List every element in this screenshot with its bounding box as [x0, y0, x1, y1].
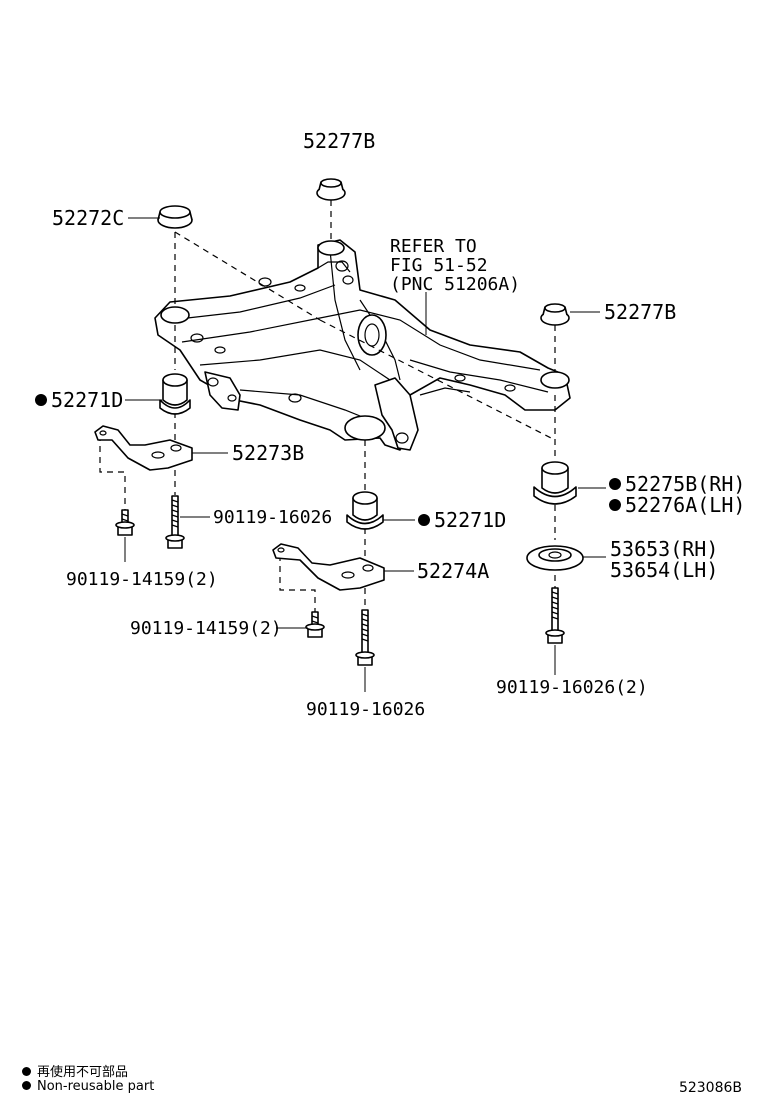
bolt-90119-16026-left [165, 495, 185, 549]
refer-note-line3: (PNC 51206A) [390, 274, 520, 295]
rear-suspension-crossmember [154, 239, 571, 451]
label-52271d-center: 52271D [434, 508, 506, 532]
bushing-52271d-left [159, 373, 191, 415]
label-52274a: 52274A [417, 559, 489, 583]
label-53653-rh: 53653(RH) [610, 537, 718, 561]
stopper-52277b-top [316, 178, 346, 201]
non-reusable-dot-icon [609, 499, 621, 511]
legend-line-english: Non-reusable part [22, 1079, 154, 1094]
legend-dot-icon [22, 1081, 31, 1090]
assembly-dashed-lines [99, 200, 556, 612]
refer-note-line2: FIG 51-52 [390, 255, 488, 276]
label-90119-14159-center: 90119-14159(2) [130, 618, 282, 639]
label-52272c: 52272C [52, 206, 124, 230]
label-52275b-rh: 52275B(RH) [625, 472, 745, 496]
legend-dot-icon [22, 1067, 31, 1076]
bushing-52275b-52276a [533, 461, 577, 505]
bolt-90119-14159-center [305, 611, 325, 638]
bracket-52274a [272, 543, 385, 591]
washer-53653-53654 [526, 545, 584, 571]
label-52277b-right: 52277B [604, 300, 676, 324]
bracket-52273b [94, 425, 193, 471]
label-52273b: 52273B [232, 441, 304, 465]
figure-code: 523086B [678, 1080, 742, 1096]
label-53654-lh: 53654(LH) [610, 558, 718, 582]
bolt-90119-16026-right [545, 587, 565, 644]
bolt-90119-14159-left [115, 509, 135, 536]
label-90119-16026-right: 90119-16026(2) [496, 677, 648, 698]
bolt-90119-16026-center [355, 609, 375, 666]
refer-note-line1: REFER TO [390, 236, 477, 257]
non-reusable-dot-icon [35, 394, 47, 406]
non-reusable-dot-icon [609, 478, 621, 490]
bushing-52271d-center [346, 491, 384, 530]
label-52271d-left: 52271D [51, 388, 123, 412]
label-52277b-top: 52277B [303, 129, 375, 153]
label-leader-lines [124, 217, 606, 692]
legend-line-japanese: 再使用不可部品 [22, 1061, 128, 1080]
label-90119-16026-bottom: 90119-16026 [306, 699, 425, 720]
legend-text-japanese: 再使用不可部品 [37, 1065, 129, 1080]
label-52276a-lh: 52276A(LH) [625, 493, 745, 517]
label-90119-14159-left: 90119-14159(2) [66, 569, 218, 590]
part-number-labels: 52277B 52272C REFER TO FIG 51-52 (PNC 51… [35, 129, 745, 720]
stopper-52277b-right [540, 303, 570, 326]
label-90119-16026-left: 90119-16026 [213, 507, 332, 528]
cushion-52272c [157, 205, 193, 229]
non-reusable-dot-icon [418, 514, 430, 526]
legend-text-english: Non-reusable part [37, 1079, 155, 1094]
